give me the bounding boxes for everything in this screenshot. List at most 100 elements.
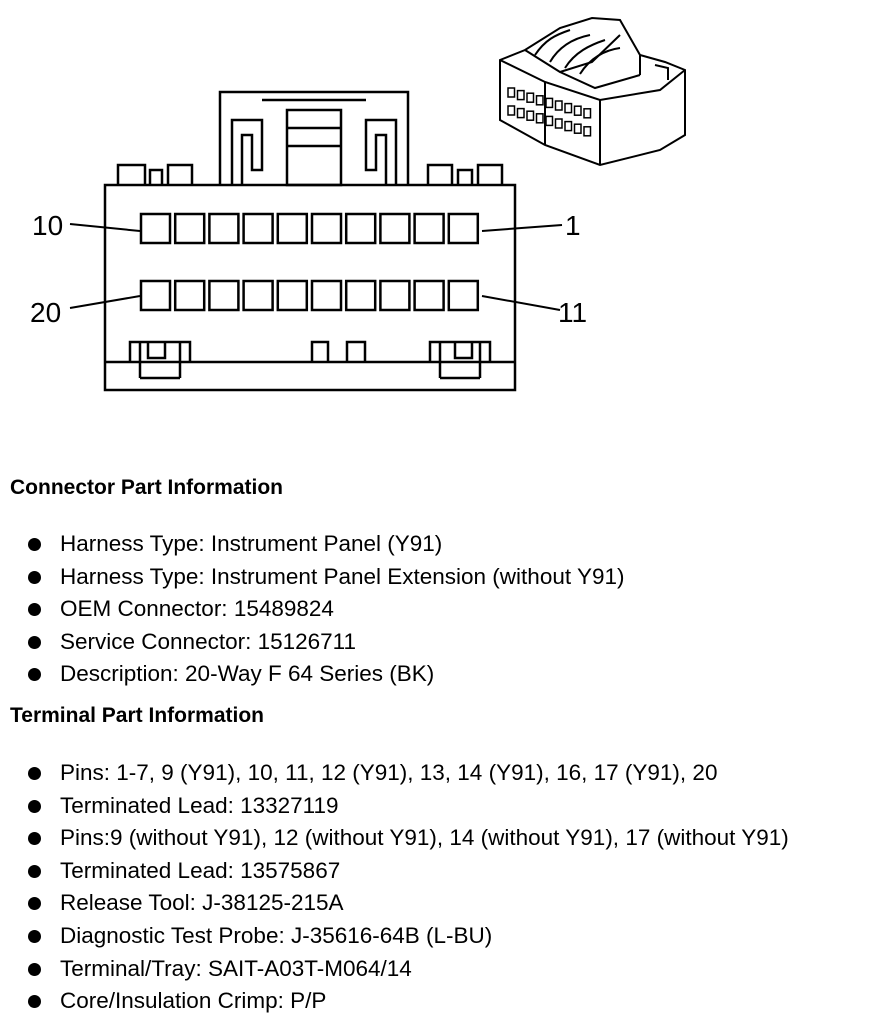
info-item-text: OEM Connector: 15489824 <box>60 596 334 622</box>
pin-cavity <box>344 279 377 312</box>
pin-cavity-3d <box>564 120 573 132</box>
pin-label-20: 20 <box>30 297 61 328</box>
bullet-icon <box>28 799 41 813</box>
info-item-text: Terminated Lead: 13327119 <box>60 792 339 818</box>
pin-cavity-3d <box>583 126 592 137</box>
bullet-icon <box>28 767 41 780</box>
info-list-item: Terminated Lead: 13327119 <box>28 790 789 823</box>
info-item-text: Terminal/Tray: SAIT-A03T-M064/14 <box>60 955 412 981</box>
bullet-icon <box>28 897 41 911</box>
pin-cavity <box>447 212 480 245</box>
info-item-text: Harness Type: Instrument Panel (Y91) <box>60 531 443 556</box>
top-left-ribs <box>116 163 194 185</box>
info-item-text: Harness Type: Instrument Panel Extension… <box>60 563 625 589</box>
info-item-text: Release Tool: J-38125-215A <box>60 890 344 916</box>
info-item-text: Terminated Lead: 13575867 <box>60 857 341 883</box>
pin-cavity <box>379 212 411 245</box>
info-list-item: Diagnostic Test Probe: J-35616-64B (L-BU… <box>28 920 789 953</box>
info-list-item: Terminal/Tray: SAIT-A03T-M064/14 <box>28 953 789 986</box>
bullet-icon <box>28 962 41 976</box>
info-list-item: Core/Insulation Crimp: P/P <box>28 985 789 1018</box>
bullet-icon <box>28 538 41 551</box>
pin-cavity-3d <box>516 89 525 101</box>
top-right-ribs <box>426 163 504 185</box>
connector-diagram: 10 1 20 11 <box>30 16 686 392</box>
pin-cavity-3d <box>554 118 563 129</box>
connector-3d-view <box>499 16 686 167</box>
info-list-item: Harness Type: Instrument Panel (Y91) <box>28 528 624 561</box>
pin-cavity-3d <box>564 102 573 114</box>
pin-cavity <box>276 212 309 245</box>
pin-cavity <box>310 212 343 245</box>
pin-cavity <box>208 279 240 312</box>
pin-cavity <box>139 212 172 245</box>
info-item-text: Description: 20-Way F 64 Series (BK) <box>60 661 435 687</box>
bottom-right-latch <box>428 340 492 380</box>
pin-cavity-3d <box>573 123 582 134</box>
info-item-text: Service Connector: 15126711 <box>60 628 357 654</box>
terminal-part-info-list: Pins: 1-7, 9 (Y91), 10, 11, 12 (Y91), 13… <box>28 757 789 1018</box>
pin-cavity <box>242 279 274 312</box>
pin-row-top <box>139 212 480 245</box>
pin-cavity-3d <box>516 107 525 119</box>
pin-label-11: 11 <box>558 297 587 328</box>
pin-cavity <box>139 279 172 312</box>
pin-cavity-3d <box>507 105 516 116</box>
info-item-text: Pins: 1-7, 9 (Y91), 10, 11, 12 (Y91), 13… <box>60 760 718 785</box>
pin-cavity <box>413 212 445 245</box>
connector-face-view <box>103 90 517 392</box>
pin-cavity-3d <box>583 108 592 119</box>
pin-cavity <box>173 212 206 245</box>
bullet-icon <box>28 668 41 682</box>
pin-label-1: 1 <box>565 210 581 241</box>
connector-part-info-title: Connector Part Information <box>10 476 284 499</box>
terminal-part-info-title: Terminal Part Information <box>10 704 264 727</box>
bullet-icon <box>28 929 41 943</box>
info-list-item: Terminated Lead: 13575867 <box>28 855 789 888</box>
pin-cavity-3d <box>573 105 582 116</box>
info-list-item: Harness Type: Instrument Panel Extension… <box>28 561 624 594</box>
pin-cavity-3d <box>535 95 544 106</box>
bullet-icon <box>28 995 41 1009</box>
info-list-item: Description: 20-Way F 64 Series (BK) <box>28 658 624 691</box>
bullet-icon <box>28 603 41 617</box>
connector-3d-pins <box>507 87 592 137</box>
info-item-text: Core/Insulation Crimp: P/P <box>60 988 327 1014</box>
info-list-item: Service Connector: 15126711 <box>28 626 624 659</box>
info-list-item: Pins: 1-7, 9 (Y91), 10, 11, 12 (Y91), 13… <box>28 757 789 790</box>
pin-cavity <box>310 279 343 312</box>
pin-cavity <box>379 279 411 312</box>
pin-cavity-3d <box>535 113 544 124</box>
bottom-left-latch <box>128 340 192 380</box>
pin-cavity-3d <box>545 97 554 109</box>
pin-cavity <box>344 212 377 245</box>
bullet-icon <box>28 570 41 584</box>
latch-inner-right <box>364 118 398 185</box>
pin-cavity <box>173 279 206 312</box>
info-item-text: Pins:9 (without Y91), 12 (without Y91), … <box>60 825 789 851</box>
info-list-item: OEM Connector: 15489824 <box>28 593 624 626</box>
pin-cavity-3d <box>554 100 563 111</box>
pin-cavity-3d <box>526 92 535 103</box>
pin-cavity <box>413 279 445 312</box>
bullet-icon <box>28 864 41 878</box>
bottom-center-key <box>310 340 367 362</box>
info-list-item: Pins:9 (without Y91), 12 (without Y91), … <box>28 822 789 855</box>
connector-part-info-list: Harness Type: Instrument Panel (Y91) Harn… <box>28 528 624 691</box>
pin-cavity-3d <box>526 110 535 121</box>
latch-tower <box>218 90 410 185</box>
pin-cavity-3d <box>507 87 516 98</box>
pin-cavity <box>447 279 480 312</box>
connector-body <box>103 183 517 392</box>
pin-cavity <box>276 279 309 312</box>
pin-row-bottom <box>139 279 480 312</box>
latch-center-block <box>285 108 343 187</box>
pin-label-10: 10 <box>32 210 63 241</box>
pin-cavity-3d <box>545 115 554 127</box>
pin-cavity <box>208 212 240 245</box>
pin-cavity <box>242 212 274 245</box>
latch-inner-left <box>230 118 264 185</box>
bullet-icon <box>28 635 41 649</box>
leader-lines <box>69 223 563 311</box>
bullet-icon <box>28 832 41 846</box>
